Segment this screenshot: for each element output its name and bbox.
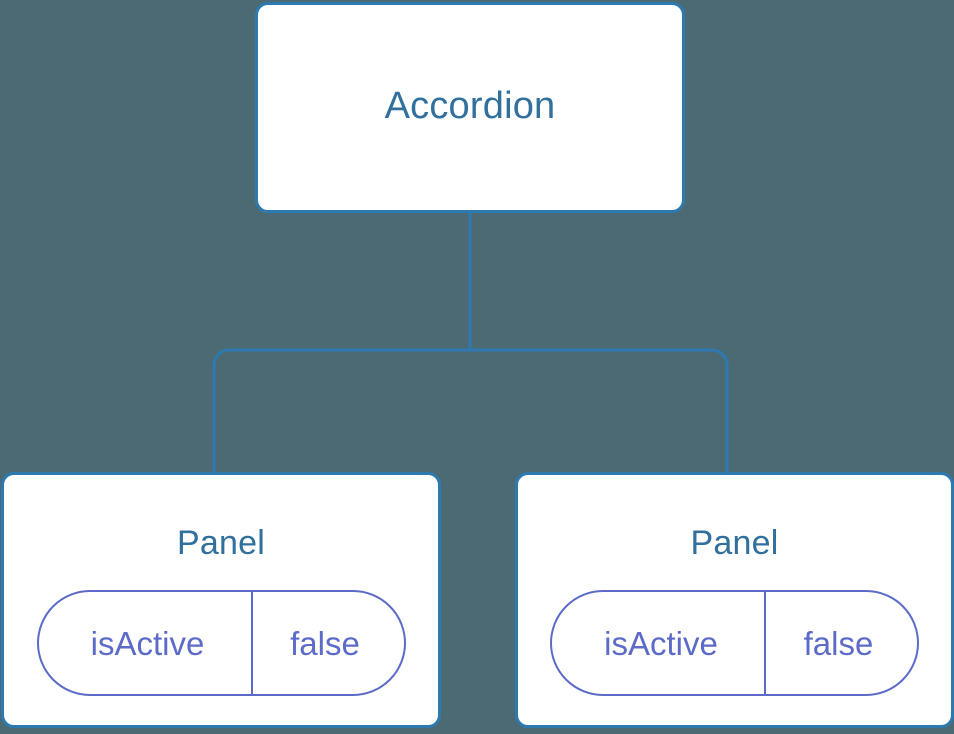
state-badge-panel-right[interactable]: isActive false bbox=[550, 590, 919, 696]
state-key-panel-right: isActive bbox=[552, 592, 766, 694]
node-panel-right-title: Panel bbox=[690, 524, 779, 562]
state-key-panel-left: isActive bbox=[39, 592, 253, 694]
connector-to-panel-left bbox=[212, 348, 470, 474]
state-value-panel-right: false bbox=[803, 624, 874, 662]
node-panel-right[interactable]: Panel isActive false bbox=[515, 472, 954, 728]
node-panel-left[interactable]: Panel isActive false bbox=[1, 472, 441, 728]
connector-to-panel-right bbox=[470, 348, 729, 474]
node-panel-left-title: Panel bbox=[177, 524, 265, 562]
node-accordion-title: Accordion bbox=[384, 84, 556, 127]
node-accordion[interactable]: Accordion bbox=[255, 2, 685, 213]
state-badge-panel-left[interactable]: isActive false bbox=[36, 590, 406, 696]
state-value-panel-left: false bbox=[290, 624, 360, 662]
